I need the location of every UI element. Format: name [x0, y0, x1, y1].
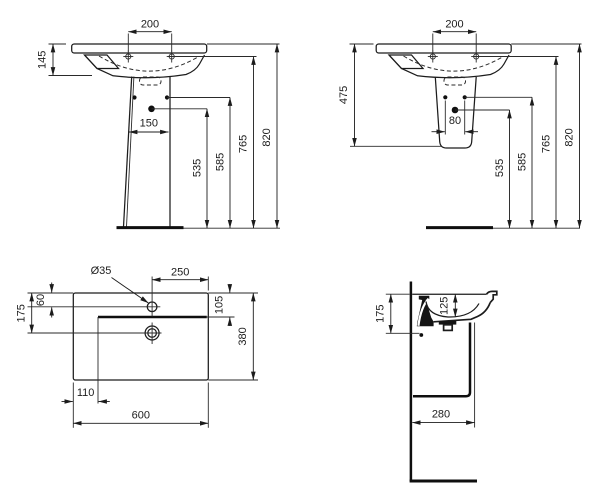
pedestal [122, 76, 171, 227]
front-view-half-pedestal: 200 475 80 535 585 765 820 [338, 19, 582, 230]
dim-label-765: 765 [238, 135, 250, 153]
fixing-hole-left [132, 95, 137, 100]
dim-label-475: 475 [338, 86, 350, 104]
front-lip [485, 290, 498, 304]
dim-label-820: 820 [261, 128, 273, 146]
dim-label-150: 150 [140, 118, 158, 130]
dim-label-585: 585 [215, 153, 227, 171]
wall-fixing-point [419, 333, 424, 337]
front-view-full-pedestal: 200 145 150 535 585 765 820 [37, 19, 280, 230]
dim-label-765: 765 [541, 135, 553, 153]
dim-label-250: 250 [171, 267, 189, 279]
basin-plan-outline [72, 292, 209, 381]
dim-label-110: 110 [77, 387, 95, 399]
dim-label-200: 200 [141, 19, 159, 31]
dim-label-175: 175 [375, 305, 387, 323]
front-apron [433, 302, 491, 323]
fixing-hole-left [443, 95, 448, 100]
waste-outlet [442, 323, 454, 332]
side-view: 175 125 280 [375, 281, 498, 483]
dim-label-60: 60 [35, 294, 47, 306]
dim-label-125: 125 [439, 297, 451, 315]
dim-label-820: 820 [564, 128, 576, 146]
dim-label-535: 535 [494, 159, 506, 177]
dim-label-380: 380 [237, 327, 249, 345]
leader-dia35 [111, 277, 149, 304]
extension-lines [27, 276, 258, 428]
plan-view: Ø35 250 60 175 105 380 110 600 [16, 265, 258, 428]
tap-section [416, 295, 434, 327]
dim-label-535: 535 [192, 159, 204, 177]
waste-flange [438, 321, 457, 325]
dim-label-585: 585 [517, 153, 529, 171]
basin-side-profile [412, 290, 498, 337]
dim-label-200: 200 [445, 19, 463, 31]
basin-front [71, 43, 208, 86]
extension-lines [385, 293, 476, 428]
half-pedestal-profile [413, 322, 472, 398]
dim-label-80: 80 [449, 115, 461, 127]
dim-label-175: 175 [16, 304, 28, 322]
dim-label-145: 145 [37, 51, 49, 69]
dim-label-280: 280 [432, 408, 450, 420]
bowl-section-curve [425, 301, 480, 318]
dim-label-600: 600 [132, 410, 150, 422]
dim-label-dia35: Ø35 [91, 265, 112, 277]
dim-label-105: 105 [214, 296, 226, 314]
